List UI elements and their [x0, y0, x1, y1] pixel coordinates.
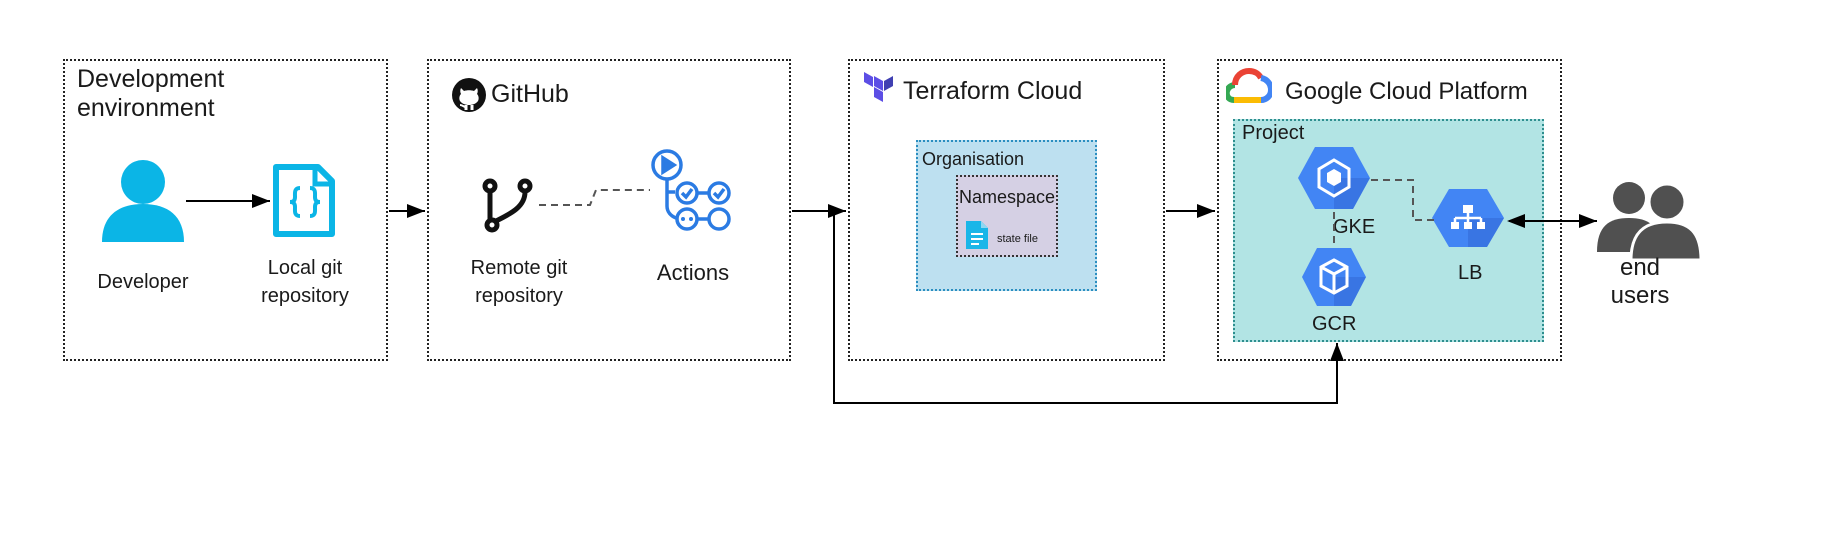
github-actions-icon [650, 148, 736, 234]
actions-label: Actions [656, 260, 730, 285]
arrow-github-to-gcr [833, 211, 1344, 404]
gke-icon [1297, 145, 1371, 211]
gcr-label: GCR [1312, 313, 1357, 335]
gcp-logo-icon [1223, 67, 1275, 106]
gke-label: GKE [1333, 216, 1376, 238]
lb-label: LB [1458, 262, 1483, 284]
dashed-gke-to-lb [1371, 179, 1434, 221]
state-file-icon [965, 220, 989, 250]
dev-environment-title: Development environment [77, 65, 225, 122]
namespace-label: Namespace [958, 187, 1056, 207]
developer-label: Developer [97, 271, 189, 293]
end-users-icon [1597, 180, 1703, 262]
local-repo-label: Local git repository [261, 257, 349, 307]
state-file-label: state file [997, 233, 1038, 245]
terraform-cloud-title: Terraform Cloud [903, 77, 1083, 105]
developer-icon [102, 158, 184, 242]
gcp-title: Google Cloud Platform [1285, 78, 1528, 105]
project-label: Project [1242, 122, 1305, 144]
git-branch-icon [482, 177, 534, 233]
end-users-label: end users [1610, 254, 1670, 309]
gcr-icon [1301, 246, 1367, 308]
remote-repo-label: Remote git repository [470, 257, 568, 307]
code-file-icon [272, 164, 336, 237]
github-logo-icon [451, 77, 487, 113]
load-balancer-icon [1431, 187, 1505, 249]
github-title: GitHub [491, 80, 569, 108]
organisation-container [916, 140, 1097, 291]
terraform-logo-icon [863, 72, 895, 106]
dashed-repo-to-actions [539, 189, 650, 206]
organisation-label: Organisation [922, 149, 1025, 169]
